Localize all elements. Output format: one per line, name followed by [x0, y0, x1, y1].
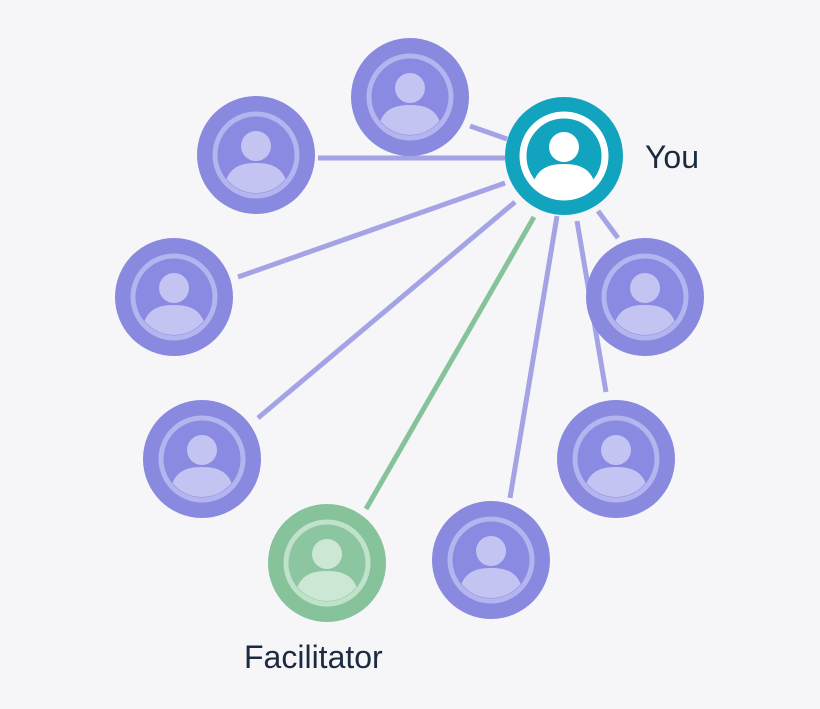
person-head-shape [187, 435, 217, 465]
person-head-shape [312, 539, 342, 569]
person-icon [295, 539, 359, 601]
connection-line-peer-1 [469, 123, 508, 142]
peer-2-node [197, 96, 315, 214]
person-icon [459, 536, 523, 598]
person-head-shape [601, 435, 631, 465]
person-body-shape [532, 164, 596, 194]
connection-line-peer-3 [237, 180, 506, 280]
person-head-shape [476, 536, 506, 566]
facilitator-node [268, 504, 386, 622]
person-body-shape [584, 467, 648, 497]
you-node [505, 97, 623, 215]
person-head-shape [630, 273, 660, 303]
person-body-shape [459, 568, 523, 598]
person-head-shape [241, 131, 271, 161]
peer-3-node [115, 238, 233, 356]
person-body-shape [295, 571, 359, 601]
person-icon [378, 73, 442, 135]
you-label: You [645, 139, 699, 175]
person-body-shape [613, 305, 677, 335]
connection-line-peer-7 [595, 209, 621, 240]
person-nodes [115, 38, 704, 622]
person-body-shape [142, 305, 206, 335]
person-body-shape [378, 105, 442, 135]
peer-4-node [143, 400, 261, 518]
peer-7-node [586, 238, 704, 356]
person-head-shape [159, 273, 189, 303]
person-body-shape [224, 163, 288, 193]
person-icon [584, 435, 648, 497]
person-head-shape [549, 132, 579, 162]
person-icon [224, 131, 288, 193]
person-icon [613, 273, 677, 335]
person-head-shape [395, 73, 425, 103]
connection-line-peer-5 [507, 215, 560, 499]
connection-line-peer-4 [256, 200, 517, 420]
connection-line-facilitator [363, 215, 537, 511]
person-icon [170, 435, 234, 497]
peer-1-node [351, 38, 469, 156]
person-icon [532, 132, 596, 194]
peer-5-node [432, 501, 550, 619]
facilitator-label: Facilitator [244, 639, 383, 675]
person-icon [142, 273, 206, 335]
person-body-shape [170, 467, 234, 497]
peer-6-node [557, 400, 675, 518]
